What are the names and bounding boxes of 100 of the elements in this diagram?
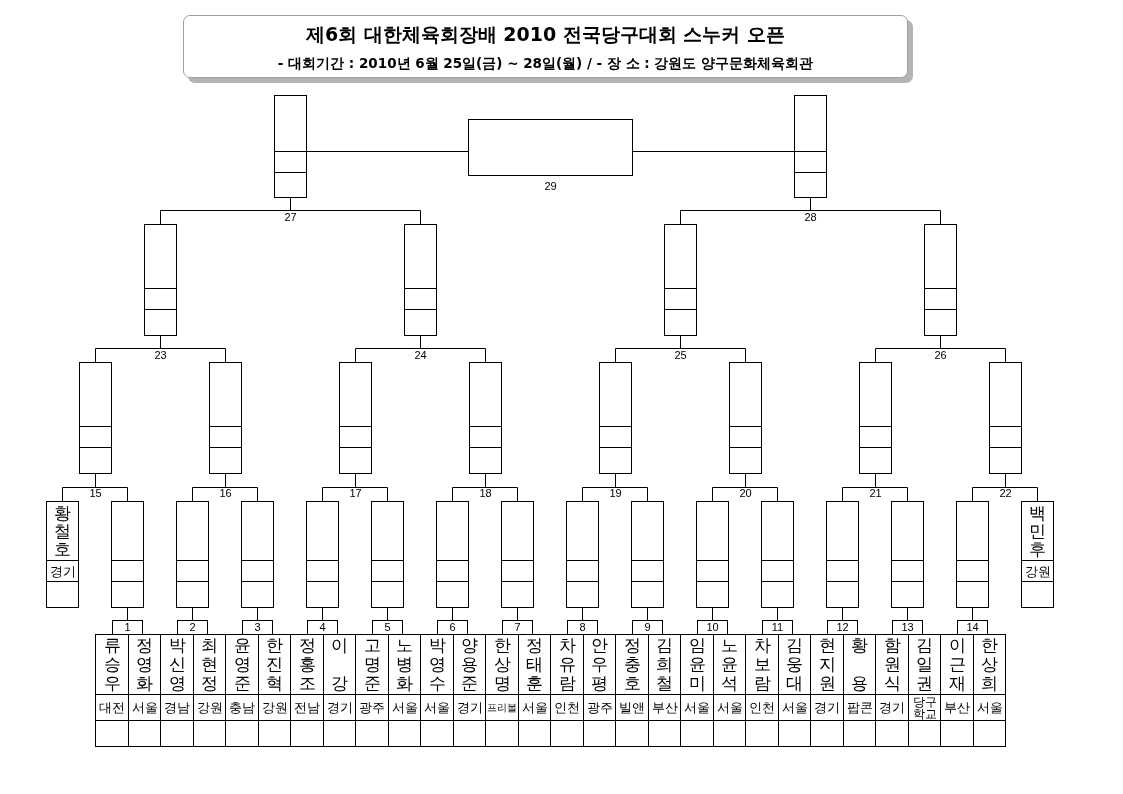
player-column (323, 634, 356, 747)
match-number: 26 (934, 349, 947, 361)
region-name: 강원 (261, 701, 288, 714)
bracket-box (111, 501, 144, 608)
match-number-box: 2 (177, 620, 208, 635)
player-column (453, 634, 486, 747)
bracket-line (420, 335, 486, 363)
bracket-line (387, 607, 388, 621)
player-name: 김웅대 (785, 636, 804, 693)
bracket-line (160, 335, 226, 363)
match-number-box: 9 (632, 620, 663, 635)
player-column (875, 634, 909, 747)
match-number: 23 (154, 349, 167, 361)
bracket-line (192, 607, 193, 621)
match-number: 17 (349, 487, 362, 499)
player-column (95, 634, 129, 747)
player-name: 정충호 (622, 636, 642, 693)
player-column (128, 634, 161, 747)
player-name: 최현정 (200, 636, 219, 693)
player-name: 황철호 (53, 504, 72, 558)
bracket-box (339, 362, 372, 474)
match-number: 21 (869, 487, 882, 499)
player-column (388, 634, 421, 747)
match-number: 20 (739, 487, 752, 499)
region-name: 서울 (781, 701, 808, 714)
bracket-line (127, 607, 128, 621)
player-column (843, 634, 876, 747)
player-column (290, 634, 324, 747)
bracket-line (517, 607, 518, 621)
region-name: 인천 (554, 701, 580, 714)
region-name: 경기 (814, 701, 840, 714)
player-column (713, 634, 746, 747)
player-column (908, 634, 941, 747)
bracket-box (79, 362, 112, 474)
bracket-line (777, 607, 778, 621)
region-name: 부산 (651, 701, 678, 714)
region-name: 프리볼 (487, 702, 517, 713)
region-name: 충남 (229, 701, 255, 714)
bracket-line (972, 607, 973, 621)
bracket-line (875, 473, 908, 502)
bracket-box (371, 501, 404, 608)
player-name: 한상명 (492, 636, 512, 693)
match-number-box: 14 (957, 620, 988, 635)
region-name: 강원 (1024, 564, 1051, 578)
player-name: 정영화 (135, 636, 154, 693)
title: 제6회 대한체육회장배 2010 전국당구대회 스누커 오픈 (305, 23, 786, 45)
region-name: 인천 (749, 701, 775, 714)
region-name: 경기 (456, 701, 483, 714)
player-column (160, 634, 194, 747)
region-name: 강원 (196, 701, 223, 714)
bracket-line (485, 473, 518, 502)
bracket-box (469, 362, 502, 474)
region-name: 대전 (99, 701, 125, 714)
player-column (355, 634, 389, 747)
player-name: 박영수 (427, 636, 447, 693)
bracket-line (290, 197, 421, 225)
region-name: 경기 (326, 701, 353, 714)
bracket-box (436, 501, 469, 608)
bracket-box (1021, 501, 1054, 608)
match-number-box: 5 (372, 620, 403, 635)
bracket-box (306, 501, 339, 608)
match-number-box: 11 (762, 620, 793, 635)
bracket-line (257, 607, 258, 621)
bracket-line (615, 473, 648, 502)
bracket-line (322, 607, 323, 621)
region-name: 서울 (391, 701, 418, 714)
bracket-box (241, 501, 274, 608)
bracket-box (599, 362, 632, 474)
player-name: 차보람 (752, 636, 772, 693)
player-column (973, 634, 1006, 747)
region-name: 광주 (586, 701, 613, 714)
bracket-line (810, 197, 941, 225)
match-number-box: 13 (892, 620, 923, 635)
bracket-line (452, 607, 453, 621)
player-name: 김일권 (915, 636, 934, 693)
bracket-line (632, 151, 795, 152)
bracket-line (582, 607, 583, 621)
match-number: 15 (89, 487, 102, 499)
bracket-box (989, 362, 1022, 474)
player-name: 황 용 (850, 636, 869, 693)
bracket-box (631, 501, 664, 608)
bracket-line (907, 607, 908, 621)
player-column (648, 634, 681, 747)
player-column (745, 634, 779, 747)
bracket-box (209, 362, 242, 474)
player-column (550, 634, 584, 747)
player-column (940, 634, 974, 747)
player-column (193, 634, 226, 747)
match-number-box: 7 (502, 620, 533, 635)
player-column (485, 634, 519, 747)
region-name: 전남 (294, 701, 320, 714)
player-name: 백민후 (1028, 504, 1047, 558)
region-name: 서울 (716, 701, 743, 714)
player-name: 정홍조 (297, 636, 317, 693)
match-number-box: 6 (437, 620, 468, 635)
bracket-box (274, 95, 307, 198)
player-name: 노윤석 (720, 636, 739, 693)
subtitle: - 대회기간 : 2010년 6월 25일(금) ~ 28일(월) / - 장 소 : 강원도 양구문화체육회관 (277, 55, 814, 71)
bracket-box (891, 501, 924, 608)
bracket-box (729, 362, 762, 474)
